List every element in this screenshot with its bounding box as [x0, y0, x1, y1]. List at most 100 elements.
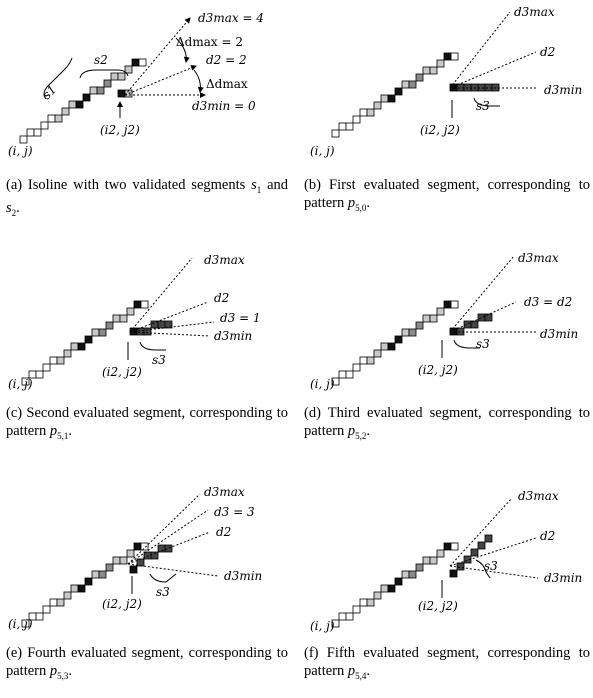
- label-d3min: d3min: [544, 83, 582, 97]
- isoline-pixel: [366, 108, 375, 117]
- isoline-pixel: [345, 370, 354, 379]
- isoline-pixel: [117, 89, 126, 98]
- label-s3: s3: [156, 585, 170, 599]
- label-d2: d2: [214, 291, 229, 305]
- isoline-pixel: [105, 321, 114, 330]
- isoline-pixel: [56, 598, 65, 607]
- ray-d2: [127, 531, 211, 565]
- isoline-pixel: [373, 101, 382, 110]
- isoline-pixel: [133, 300, 142, 309]
- label-d3min: d3min: [224, 569, 262, 583]
- isoline-pixel: [331, 129, 340, 138]
- brace-s3: [453, 339, 480, 349]
- ray-d3max: [127, 493, 201, 565]
- isoline-pixel: [119, 314, 128, 323]
- ray-d3min: [129, 331, 211, 337]
- isoline-pixel: [40, 121, 49, 130]
- isoline-pixel: [63, 349, 72, 358]
- isoline-pixel: [157, 544, 166, 553]
- label-s1: s1: [40, 82, 60, 102]
- isoline-pixel: [380, 342, 389, 351]
- isoline-pixel: [105, 563, 114, 572]
- isoline-pixel: [484, 313, 493, 322]
- panel-e: d3max d3 = 3 d2 d3min s3 (i, j) (i2, j2)…: [0, 466, 296, 698]
- label-ij: (i, j): [8, 617, 33, 631]
- isoline-staircase: [21, 542, 173, 628]
- isoline-pixel: [429, 314, 438, 323]
- label-ij: (i, j): [310, 377, 335, 391]
- isoline-pixel: [49, 356, 58, 365]
- isoline-pixel: [366, 356, 375, 365]
- label-d2: d2: [540, 529, 555, 543]
- isoline-pixel: [77, 342, 86, 351]
- label-d2: d2: [216, 525, 231, 539]
- ray-d3: [127, 509, 209, 565]
- ray-d3max: [449, 11, 511, 89]
- isoline-pixel: [49, 598, 58, 607]
- isoline-pixel: [387, 94, 396, 103]
- isoline-pixel: [126, 549, 135, 558]
- isoline-pixel: [91, 570, 100, 579]
- isoline-pixel: [394, 87, 403, 96]
- ray-d2: [124, 65, 197, 96]
- caption-d: (d) Third evaluated segment, correspondi…: [304, 405, 590, 441]
- label-d3: d3 = d2: [524, 295, 572, 309]
- isoline-pixel: [112, 556, 121, 565]
- isoline-pixel: [140, 542, 149, 551]
- isoline-pixel: [352, 363, 361, 372]
- isoline-pixel: [140, 300, 149, 309]
- label-d3min: d3min: [544, 571, 582, 585]
- label-ij: (i, j): [8, 144, 33, 158]
- isoline-pixel: [456, 562, 465, 571]
- isoline-pixel: [103, 79, 112, 88]
- isoline-pixel: [443, 52, 452, 61]
- isoline-pixel: [70, 342, 79, 351]
- panel-f-figure: d3max d2 d3min s3 (i, j) (i2, j2): [310, 489, 582, 633]
- isoline-pixel: [394, 577, 403, 586]
- isoline-pixel: [63, 591, 72, 600]
- label-i2j2: (i2, j2): [102, 365, 142, 379]
- label-ij: (i, j): [310, 619, 335, 633]
- isoline-pixel: [68, 100, 77, 109]
- ray-d3max: [449, 255, 515, 333]
- isoline-pixel: [436, 549, 445, 558]
- isoline-pixel: [124, 65, 133, 74]
- panel-d-figure: d3max d3 = d2 d3min s3 (i, j) (i2, j2): [310, 251, 578, 391]
- isoline-pixel: [98, 328, 107, 337]
- isoline-pixel: [394, 335, 403, 344]
- label-d3max: d3max = 4: [198, 11, 264, 25]
- isoline-pixel: [338, 612, 347, 621]
- panel-d: d3max d3 = d2 d3min s3 (i, j) (i2, j2) (…: [300, 236, 593, 461]
- isoline-pixel: [61, 107, 70, 116]
- isoline-pixel: [119, 556, 128, 565]
- panel-b: d3max d2 d3min s3 (i, j) (i2, j2) (b) Fi…: [300, 0, 593, 230]
- label-i2j2: (i2, j2): [418, 599, 458, 613]
- isoline-pixel: [331, 377, 340, 386]
- label-i2j2: (i2, j2): [418, 363, 458, 377]
- label-delta-dmax-bottom: Δdmax: [206, 77, 248, 91]
- ray-d3max: [124, 17, 191, 96]
- isoline-staircase: [19, 58, 147, 144]
- isoline-pixel: [112, 314, 121, 323]
- isoline-pixel: [387, 584, 396, 593]
- panel-b-figure: d3max d2 d3min s3 (i, j) (i2, j2): [310, 5, 582, 158]
- label-d3max: d3max: [518, 489, 559, 503]
- isoline-pixel: [470, 548, 479, 557]
- isoline-pixel: [89, 86, 98, 95]
- label-s3: s3: [152, 353, 166, 367]
- panel-a-figure: d3max = 4 Δdmax = 2 d2 = 2 Δdmax d3min =…: [8, 11, 264, 158]
- isoline-pixel: [47, 114, 56, 123]
- isoline-pixel: [380, 584, 389, 593]
- panel-c: d3max d2 d3 = 1 d3min s3 (i, j) (i2, j2)…: [0, 236, 296, 461]
- ray-d3min: [127, 563, 219, 577]
- isoline-pixel: [408, 80, 417, 89]
- isoline-pixel: [443, 300, 452, 309]
- isoline-pixel: [359, 598, 368, 607]
- isoline-pixel: [70, 584, 79, 593]
- isoline-pixel: [436, 59, 445, 68]
- isoline-pixel: [422, 314, 431, 323]
- ray-d3min: [449, 565, 539, 579]
- brace-s1: [43, 57, 73, 100]
- isoline-pixel: [359, 356, 368, 365]
- ray-d2: [129, 301, 209, 333]
